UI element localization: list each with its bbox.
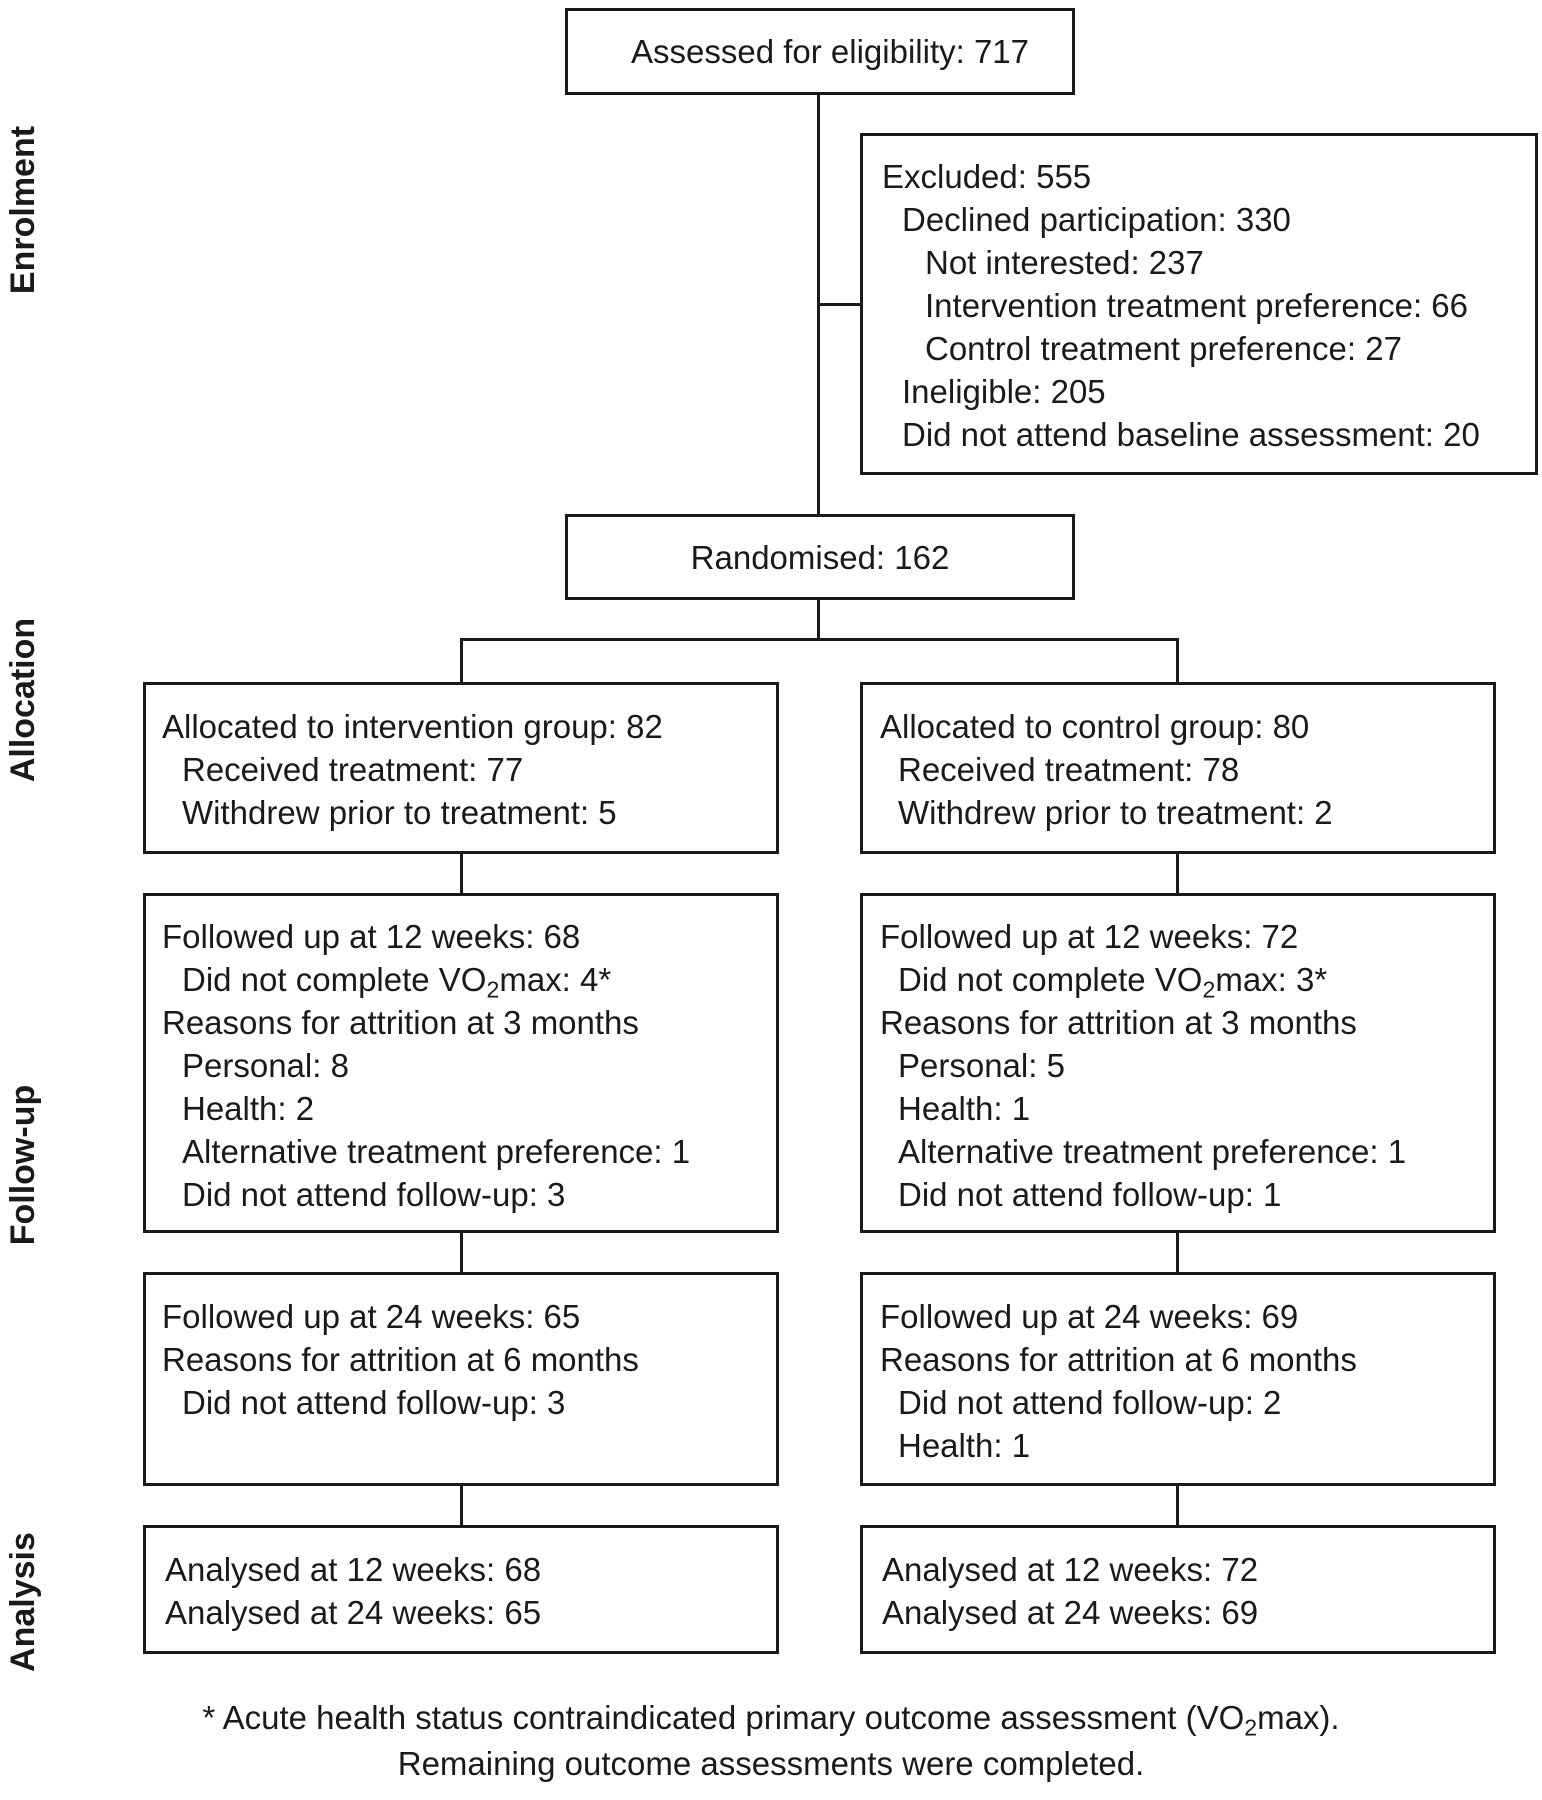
excluded-intervention-preference: Intervention treatment preference: 66 — [925, 287, 1468, 324]
connector-allocation-split — [460, 638, 1179, 641]
stage-label-analysis: Analysis — [4, 1532, 42, 1672]
connector-control-fu24-to-analysis — [1176, 1484, 1179, 1526]
connector-intervention-fu12-to-fu24 — [460, 1231, 463, 1273]
connector-to-control — [1176, 638, 1179, 683]
stage-label-followup: Follow-up — [4, 1084, 42, 1246]
control-analysed-12: Analysed at 12 weeks: 72 — [882, 1551, 1259, 1588]
intervention-allocation-box — [143, 682, 779, 854]
assessed-box — [565, 8, 1075, 95]
intervention-received: Received treatment: 77 — [182, 751, 524, 788]
control-allocation-box — [860, 682, 1496, 854]
intervention-allocated: Allocated to intervention group: 82 — [162, 708, 663, 745]
control-fu12-reasons: Reasons for attrition at 3 months — [880, 1004, 1357, 1041]
control-fu12-vo2: Did not complete VO2max: 3* — [898, 958, 1327, 1001]
connector-intervention-fu24-to-analysis — [460, 1484, 463, 1526]
intervention-fu12-vo2-subscript: 2 — [486, 976, 500, 1003]
intervention-fu24-reasons: Reasons for attrition at 6 months — [162, 1341, 639, 1378]
assessed-text: Assessed for eligibility: 717 — [630, 33, 1030, 70]
control-allocated: Allocated to control group: 80 — [880, 708, 1310, 745]
intervention-analysed-12: Analysed at 12 weeks: 68 — [165, 1551, 542, 1588]
control-received: Received treatment: 78 — [898, 751, 1240, 788]
connector-to-intervention — [460, 638, 463, 683]
connector-control-fu12-to-fu24 — [1176, 1231, 1179, 1273]
intervention-fu12-reasons: Reasons for attrition at 3 months — [162, 1004, 639, 1041]
randomised-box — [565, 514, 1075, 600]
stage-label-enrolment: Enrolment — [4, 125, 42, 295]
control-fu24-reasons: Reasons for attrition at 6 months — [880, 1341, 1357, 1378]
intervention-fu12-personal: Personal: 8 — [182, 1047, 349, 1084]
control-followup-12-box — [860, 893, 1496, 1233]
excluded-no-baseline: Did not attend baseline assessment: 20 — [902, 416, 1480, 453]
footnote-line-2: Remaining outcome assessments were compl… — [397, 1745, 1145, 1782]
control-fu12-no-followup: Did not attend follow-up: 1 — [898, 1176, 1282, 1213]
connector-to-excluded — [817, 303, 861, 306]
excluded-box — [860, 133, 1538, 475]
excluded-title: Excluded: 555 — [882, 158, 1092, 195]
excluded-ineligible: Ineligible: 205 — [902, 373, 1106, 410]
intervention-fu12-alt-pref: Alternative treatment preference: 1 — [182, 1133, 691, 1170]
excluded-declined: Declined participation: 330 — [902, 201, 1291, 238]
control-fu24-health: Health: 1 — [898, 1427, 1031, 1464]
footnote-line-1: * Acute health status contraindicated pr… — [0, 1696, 1542, 1739]
control-fu12-personal: Personal: 5 — [898, 1047, 1065, 1084]
excluded-control-preference: Control treatment preference: 27 — [925, 330, 1402, 367]
footnote-subscript: 2 — [1244, 1714, 1258, 1741]
excluded-not-interested: Not interested: 237 — [925, 244, 1204, 281]
control-withdrew: Withdrew prior to treatment: 2 — [898, 794, 1333, 831]
stage-label-allocation: Allocation — [4, 617, 42, 783]
connector-randomised-down — [817, 598, 820, 640]
intervention-fu24-title: Followed up at 24 weeks: 65 — [162, 1298, 581, 1335]
intervention-fu12-vo2-count: max: 4* — [499, 961, 612, 998]
footnote-line-1-text: * Acute health status contraindicated pr… — [202, 1699, 1245, 1736]
intervention-analysis-box — [143, 1525, 779, 1654]
intervention-fu12-vo2: Did not complete VO2max: 4* — [182, 958, 611, 1001]
intervention-fu24-no-followup: Did not attend follow-up: 3 — [182, 1384, 566, 1421]
intervention-followup-12-box — [143, 893, 779, 1233]
control-followup-24-box — [860, 1272, 1496, 1486]
intervention-fu12-no-followup: Did not attend follow-up: 3 — [182, 1176, 566, 1213]
randomised-text: Randomised: 162 — [690, 539, 950, 576]
control-fu12-title: Followed up at 12 weeks: 72 — [880, 918, 1299, 955]
intervention-followup-24-box — [143, 1272, 779, 1486]
footnote-line-1-end: max). — [1257, 1699, 1340, 1736]
intervention-withdrew: Withdrew prior to treatment: 5 — [182, 794, 617, 831]
control-fu12-health: Health: 1 — [898, 1090, 1031, 1127]
connector-control-alloc-to-fu12 — [1176, 852, 1179, 894]
intervention-analysed-24: Analysed at 24 weeks: 65 — [165, 1594, 542, 1631]
control-fu12-vo2-text: Did not complete VO — [898, 961, 1203, 998]
control-fu12-vo2-count: max: 3* — [1215, 961, 1328, 998]
control-fu24-no-followup: Did not attend follow-up: 2 — [898, 1384, 1282, 1421]
intervention-fu12-health: Health: 2 — [182, 1090, 315, 1127]
connector-intervention-alloc-to-fu12 — [460, 852, 463, 894]
control-fu12-alt-pref: Alternative treatment preference: 1 — [898, 1133, 1407, 1170]
intervention-fu12-title: Followed up at 12 weeks: 68 — [162, 918, 581, 955]
control-fu12-vo2-subscript: 2 — [1202, 976, 1216, 1003]
intervention-fu12-vo2-text: Did not complete VO — [182, 961, 487, 998]
control-fu24-title: Followed up at 24 weeks: 69 — [880, 1298, 1299, 1335]
control-analysis-box — [860, 1525, 1496, 1654]
control-analysed-24: Analysed at 24 weeks: 69 — [882, 1594, 1259, 1631]
